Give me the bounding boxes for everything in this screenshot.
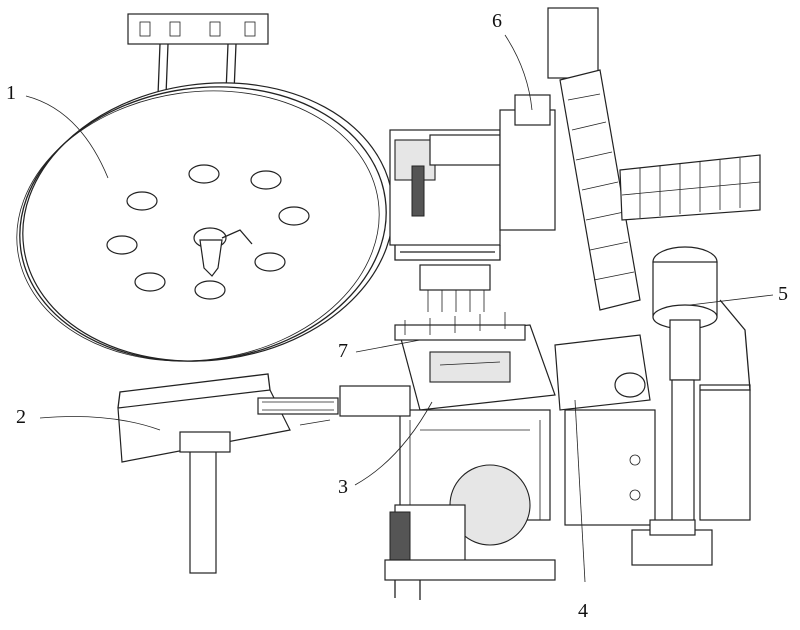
leader-lines xyxy=(25,34,774,583)
leader-7 xyxy=(355,339,421,353)
motor xyxy=(384,464,556,600)
leader-1 xyxy=(25,95,109,179)
label-3: 3 xyxy=(338,476,348,498)
label-2: 2 xyxy=(16,406,26,428)
vertical-conveyor xyxy=(547,7,761,311)
leader-6 xyxy=(504,34,533,111)
feed-tray xyxy=(117,373,339,574)
label-6: 6 xyxy=(492,10,502,32)
right-frame xyxy=(554,299,751,526)
cutter-unit xyxy=(389,94,556,312)
air-cylinder xyxy=(631,246,718,566)
leader-5 xyxy=(689,294,774,306)
label-7: 7 xyxy=(338,340,348,362)
label-4: 4 xyxy=(578,600,588,622)
reel-disc xyxy=(16,82,394,362)
label-1: 1 xyxy=(6,82,16,104)
leader-4 xyxy=(574,399,586,583)
leader-2 xyxy=(39,416,161,431)
label-5: 5 xyxy=(778,283,788,305)
feed-arrow xyxy=(299,419,331,426)
leader-3 xyxy=(354,401,433,486)
reel-stand xyxy=(127,13,269,96)
